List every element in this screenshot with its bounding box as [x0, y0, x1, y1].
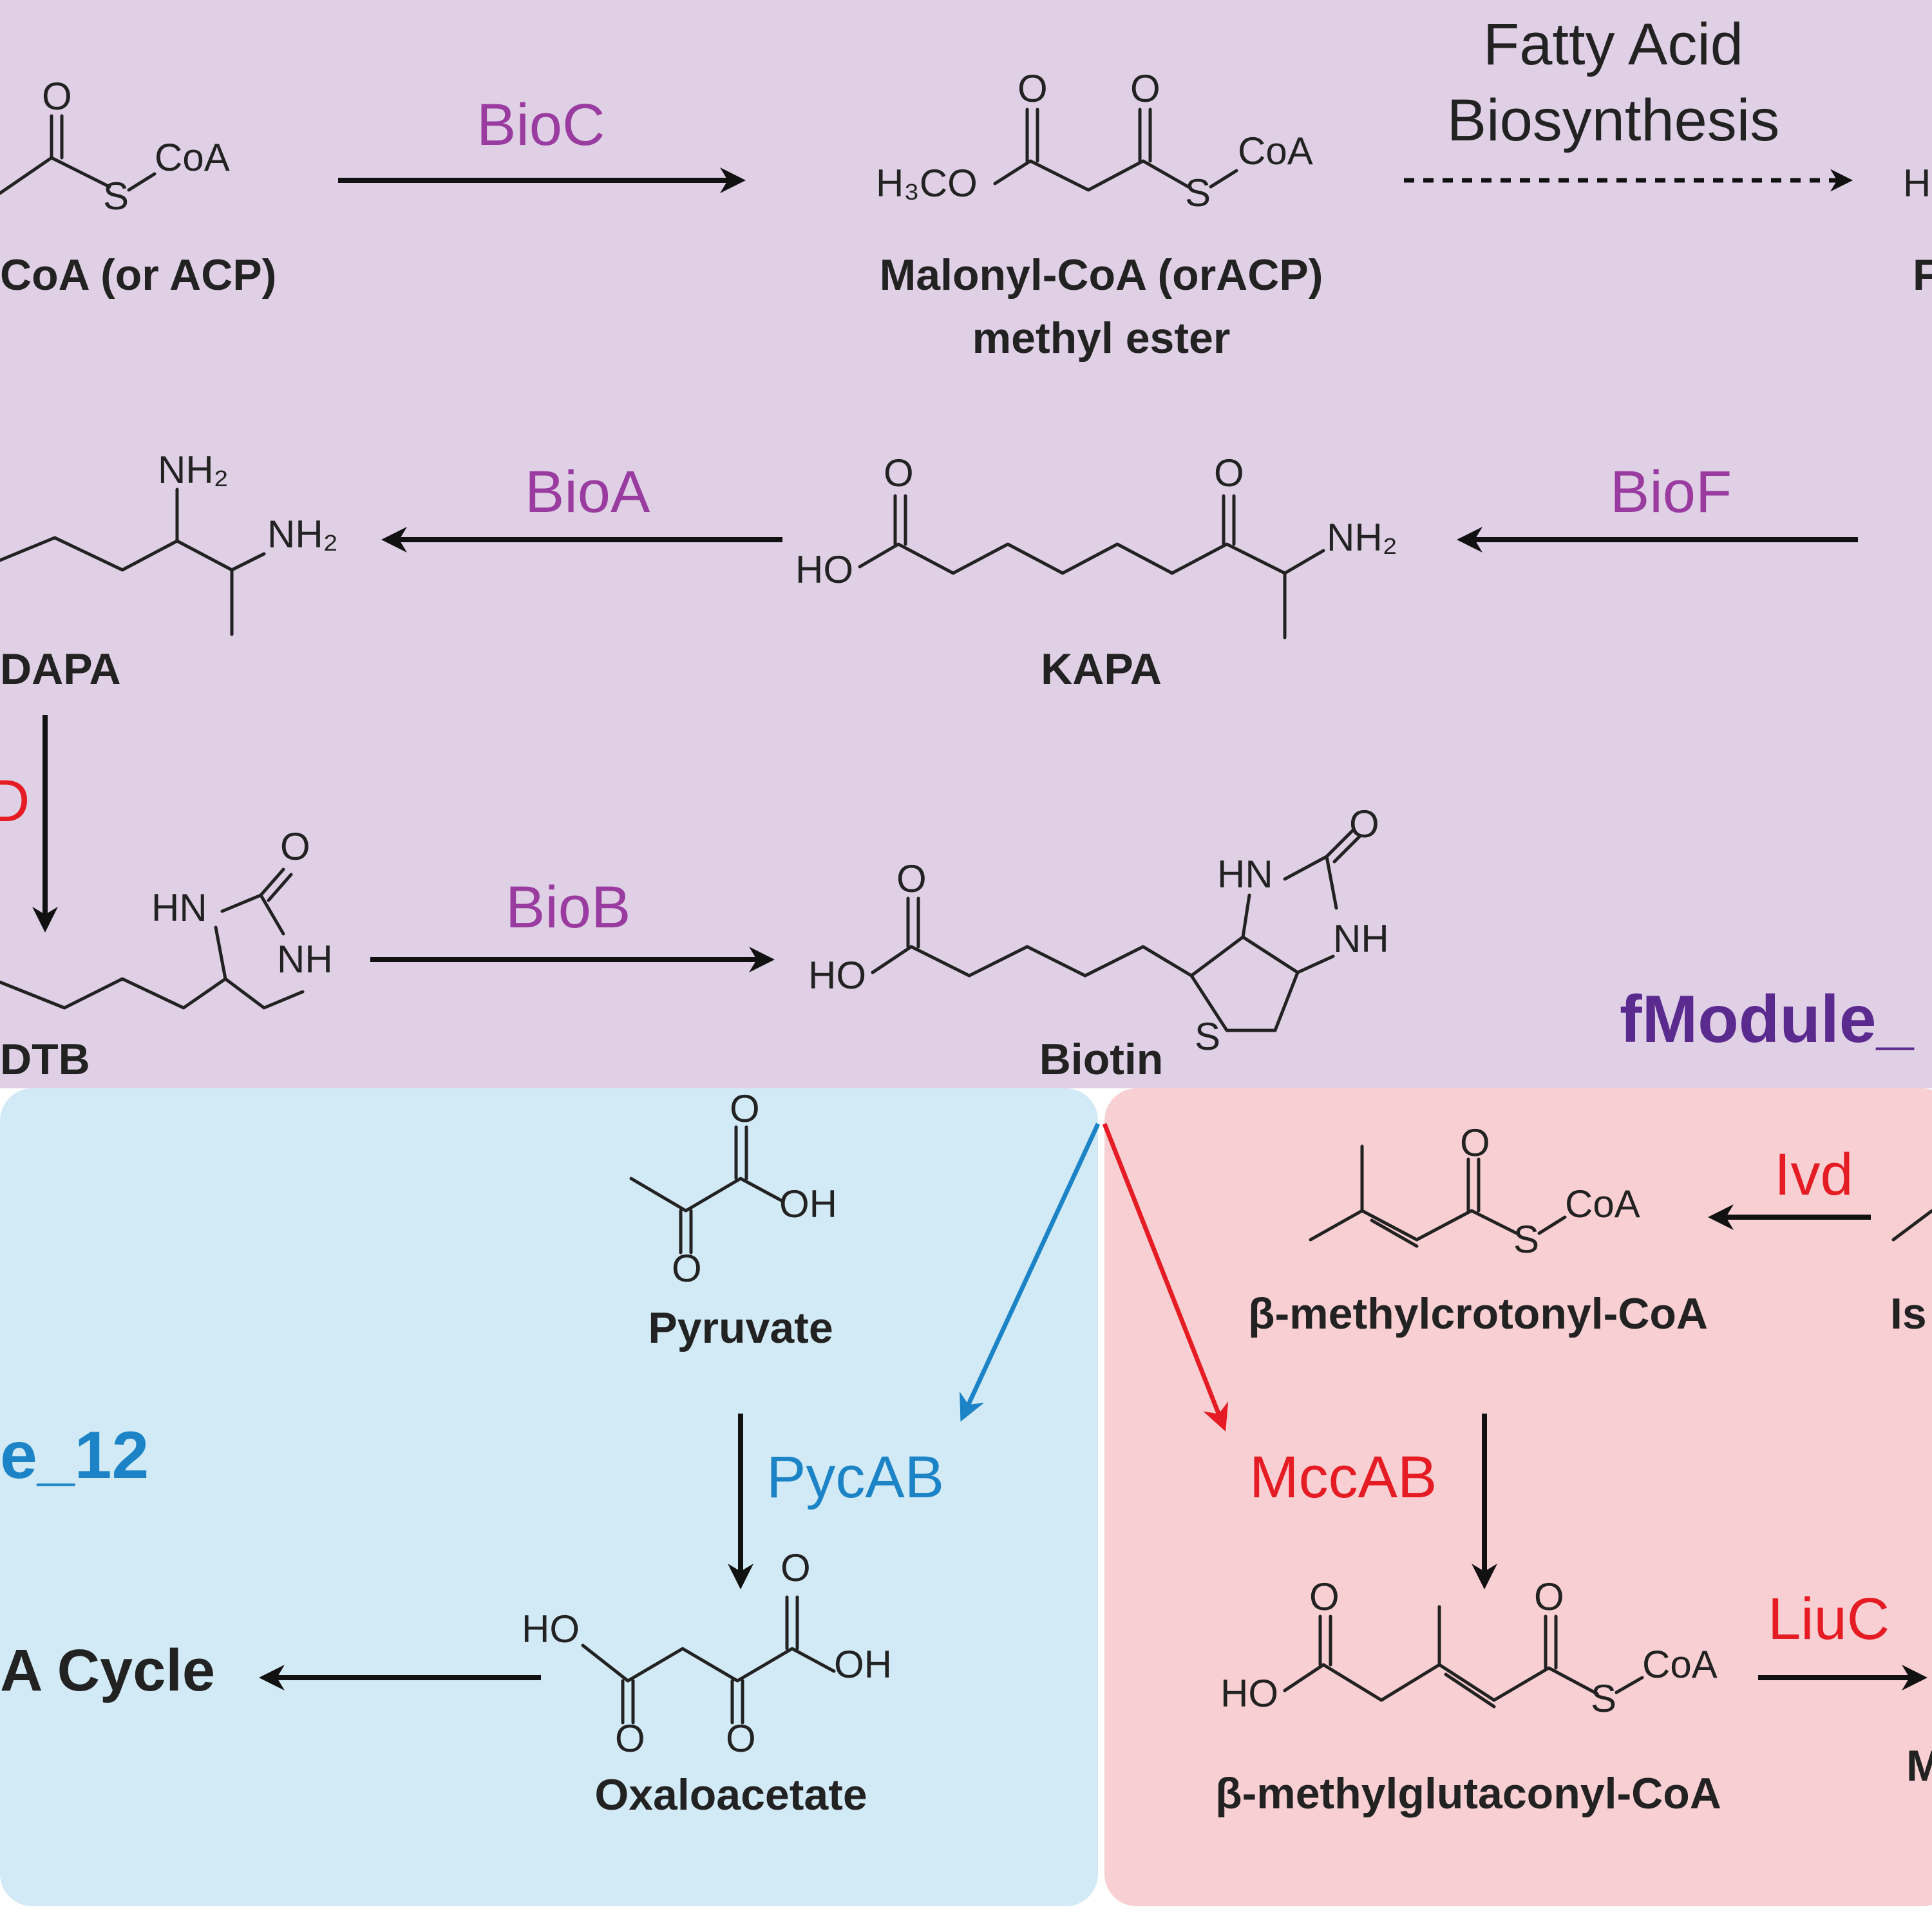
right-edge-compound-1: F	[1913, 251, 1932, 299]
atom-o-kapa-1: O	[884, 451, 914, 495]
atom-s-biotin: S	[1195, 1015, 1220, 1058]
atom-oh-oaa: OH	[834, 1643, 892, 1686]
atom-s: S	[103, 175, 129, 218]
methylcrotonyl-label: β-methylcrotonyl-CoA	[1248, 1289, 1708, 1338]
dtb-label: DTB	[0, 1035, 90, 1084]
atom-o-2: O	[1130, 67, 1160, 110]
fmodule-label: fModule_	[1620, 982, 1915, 1057]
atom-coa-mg: CoA	[1642, 1643, 1718, 1686]
oxaloacetate-structure: HO O O O OH	[522, 1546, 892, 1760]
atom-o-oaa-3: O	[781, 1546, 811, 1589]
atom-s-mc: S	[1513, 1218, 1539, 1261]
atom-o: O	[42, 75, 72, 118]
red-split-arrow	[1102, 1122, 1229, 1432]
atom-o-oaa-2: O	[726, 1717, 756, 1760]
blue-module-panel	[0, 1088, 1098, 1906]
atom-o-biotin: O	[896, 857, 927, 900]
atom-ho-mg: HO	[1220, 1672, 1278, 1715]
fatty-acid-label-line2: Biosynthesis	[1447, 88, 1779, 153]
ivd-label: Ivd	[1774, 1142, 1853, 1208]
biotin-structure: HO O S HN O NH	[808, 802, 1389, 1058]
atom-ho-oaa: HO	[522, 1607, 580, 1651]
pyruvate-structure: O OH O	[629, 1087, 837, 1290]
atom-o-mg-1: O	[1309, 1575, 1340, 1618]
atom-hn-dtb: HN	[151, 886, 207, 929]
biob-label: BioB	[506, 875, 630, 940]
liuc-label: LiuC	[1768, 1586, 1889, 1652]
atom-o-1: O	[1018, 67, 1048, 110]
right-edge-atom-h: H	[1903, 162, 1931, 205]
atom-oh-pyr: OH	[779, 1182, 837, 1226]
atom-hn-biotin: HN	[1217, 853, 1273, 896]
fatty-acid-label-line1: Fatty Acid	[1483, 12, 1743, 77]
atom-h3co: H₃CO	[876, 162, 978, 205]
dapa-label: DAPA	[0, 645, 121, 694]
purple-module-panel	[0, 0, 1932, 1088]
methylglutaconyl-coa-structure: HO O O S CoA	[1220, 1575, 1718, 1720]
atom-coa-2: CoA	[1238, 129, 1313, 173]
atom-nh-dtb: NH	[277, 938, 333, 981]
atom-o-mg-2: O	[1534, 1575, 1564, 1618]
atom-o-kapa-2: O	[1214, 451, 1244, 495]
mccab-label: MccAB	[1249, 1444, 1437, 1510]
atom-o-oaa-1: O	[615, 1717, 645, 1760]
atom-o-biotin-2: O	[1349, 802, 1379, 846]
malonyl-label-line1: Malonyl-CoA (orACP)	[880, 251, 1323, 299]
atom-o-mc: O	[1460, 1121, 1490, 1164]
atom-coa-mc: CoA	[1565, 1182, 1640, 1226]
atom-s-mg: S	[1591, 1677, 1616, 1720]
atom-coa: CoA	[155, 136, 230, 179]
pycab-label: PycAB	[766, 1444, 944, 1510]
atom-o-dtb: O	[280, 825, 310, 868]
atom-nh2-1: NH₂	[158, 448, 229, 491]
biof-label: BioF	[1610, 459, 1732, 525]
right-edge-compound-2: M	[1906, 1741, 1932, 1790]
methylcrotonyl-coa-structure: O S CoA	[1309, 1121, 1640, 1261]
kapa-label: KAPA	[1041, 645, 1162, 694]
malonyl-methyl-ester-structure: H₃CO O O S CoA	[876, 67, 1313, 214]
isovaleryl-label: Is	[1890, 1289, 1927, 1338]
atom-o-pyr-1: O	[730, 1087, 760, 1130]
tca-label: A Cycle	[0, 1638, 215, 1703]
atom-nh-biotin: NH	[1333, 917, 1389, 960]
acyl-coa-label: CoA (or ACP)	[0, 251, 276, 299]
kapa-structure: HO O O NH₂	[795, 451, 1397, 639]
isovaleryl-partial-bond	[1891, 1209, 1932, 1242]
acyl-coa-structure: O S CoA	[0, 75, 230, 218]
pyruvate-label: Pyruvate	[648, 1303, 833, 1352]
module12-label: e_12	[0, 1418, 149, 1493]
blue-split-arrow	[960, 1122, 1101, 1422]
atom-s-2: S	[1185, 171, 1211, 214]
biotin-label: Biotin	[1039, 1035, 1164, 1084]
oxaloacetate-label: Oxaloacetate	[594, 1770, 867, 1819]
atom-ho-biotin: HO	[808, 954, 866, 997]
dtb-structure: HN O NH	[0, 825, 333, 1010]
atom-nh2-2: NH₂	[267, 513, 338, 556]
biod-label: D	[0, 768, 30, 834]
atom-o-pyr-2: O	[672, 1247, 702, 1290]
atom-ho-kapa: HO	[795, 548, 853, 591]
bioc-label: BioC	[477, 92, 605, 158]
malonyl-label-line2: methyl ester	[972, 314, 1231, 363]
dapa-structure: NH₂ NH₂	[0, 448, 338, 636]
bioa-label: BioA	[525, 459, 650, 525]
methylglutaconyl-label: β-methylglutaconyl-CoA	[1215, 1769, 1721, 1818]
atom-nh2-kapa: NH₂	[1327, 516, 1397, 559]
red-module-panel	[1104, 1088, 1932, 1906]
